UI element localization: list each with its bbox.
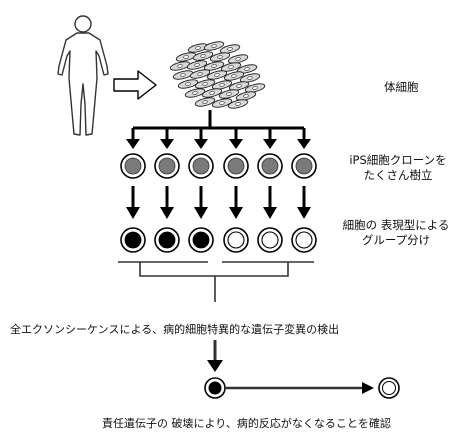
ips-clone-label: iPS細胞クローンを たくさん樹立	[336, 153, 460, 183]
normal-clone-6	[291, 227, 317, 253]
cell-1-2	[209, 52, 231, 62]
diseased-clone-1	[120, 227, 146, 253]
cell-4-4	[244, 83, 266, 93]
down-arrow-2	[160, 128, 174, 149]
down-arrow-3	[194, 128, 208, 149]
down-arrow-1	[126, 128, 140, 149]
phenotype-arrow-2	[160, 186, 174, 219]
ips-clone-label-line1: iPS細胞クローンを	[349, 153, 447, 167]
cell-3-1	[189, 69, 211, 79]
ips-clone-label-line2: たくさん樹立	[363, 168, 433, 182]
phenotype-arrow-4	[229, 186, 243, 219]
cell-4-1	[194, 79, 216, 89]
cell-2-3	[220, 62, 242, 72]
phenotype-arrows	[126, 186, 311, 219]
cell-5-3	[235, 91, 257, 101]
cell-5-0	[184, 88, 206, 98]
cell-4-2	[211, 80, 233, 90]
somatic-cell-label: 体細胞	[384, 80, 419, 94]
cell-culture-icon	[169, 41, 266, 109]
ips-clone-5	[257, 153, 283, 179]
cell-6-0	[194, 97, 216, 107]
ips-clone-2	[154, 153, 180, 179]
cell-6-1	[211, 98, 233, 108]
cell-4-3	[228, 81, 250, 91]
ips-clone-1	[120, 153, 146, 179]
phenotype-label-line2: グループ分け	[361, 233, 431, 247]
down-arrow-5	[263, 128, 277, 149]
phenotype-arrow-3	[194, 186, 208, 219]
down-arrow-4	[229, 128, 243, 149]
clone-arrows	[126, 128, 311, 149]
exome-sequencing-label: 全エクソンシーケンスによる、病的細胞特異的な遺伝子変異の検出	[10, 323, 340, 336]
cell-5-1	[201, 88, 223, 98]
cell-2-2	[203, 61, 225, 71]
down-arrow-6	[297, 128, 311, 149]
cell-3-2	[206, 70, 228, 80]
detection-arrow	[207, 340, 223, 372]
normal-clone-4	[223, 227, 249, 253]
cell-4-0	[177, 79, 199, 89]
cell-0-1	[203, 41, 225, 51]
group-brackets	[118, 261, 314, 302]
ips-clone-4	[223, 153, 249, 179]
ips-clone-3	[188, 153, 214, 179]
cell-5-2	[218, 89, 240, 99]
cell-6-2	[227, 99, 249, 109]
ips-clone-row	[120, 153, 317, 179]
cell-2-1	[186, 60, 208, 70]
hollow-right-arrow-icon	[113, 70, 157, 100]
distribution-bracket	[133, 110, 304, 130]
cell-0-2	[219, 44, 241, 54]
cell-2-0	[169, 61, 191, 71]
confirmation-label: 責任遺伝子の 破壊により、病的反応がなくなることを確認	[102, 417, 391, 430]
cell-3-3	[223, 71, 245, 81]
normal-clone-5	[257, 227, 283, 253]
diseased-clone-3	[188, 227, 214, 253]
human-figure-icon	[57, 15, 109, 136]
cell-1-3	[227, 54, 249, 64]
cell-2-4	[236, 64, 258, 74]
cell-1-1	[192, 51, 214, 61]
ips-clone-6	[291, 153, 317, 179]
phenotype-arrow-1	[126, 186, 140, 219]
phenotype-row	[120, 227, 317, 253]
phenotype-arrow-5	[263, 186, 277, 219]
phenotype-arrow-6	[297, 186, 311, 219]
phenotype-grouping-label: 細胞の 表現型による グループ分け	[330, 218, 462, 248]
final-comparison	[204, 377, 400, 399]
cell-3-4	[239, 73, 261, 83]
diseased-clone-2	[154, 227, 180, 253]
phenotype-label-line1: 細胞の 表現型による	[342, 218, 450, 232]
cell-1-0	[175, 52, 197, 62]
cell-3-0	[172, 70, 194, 80]
